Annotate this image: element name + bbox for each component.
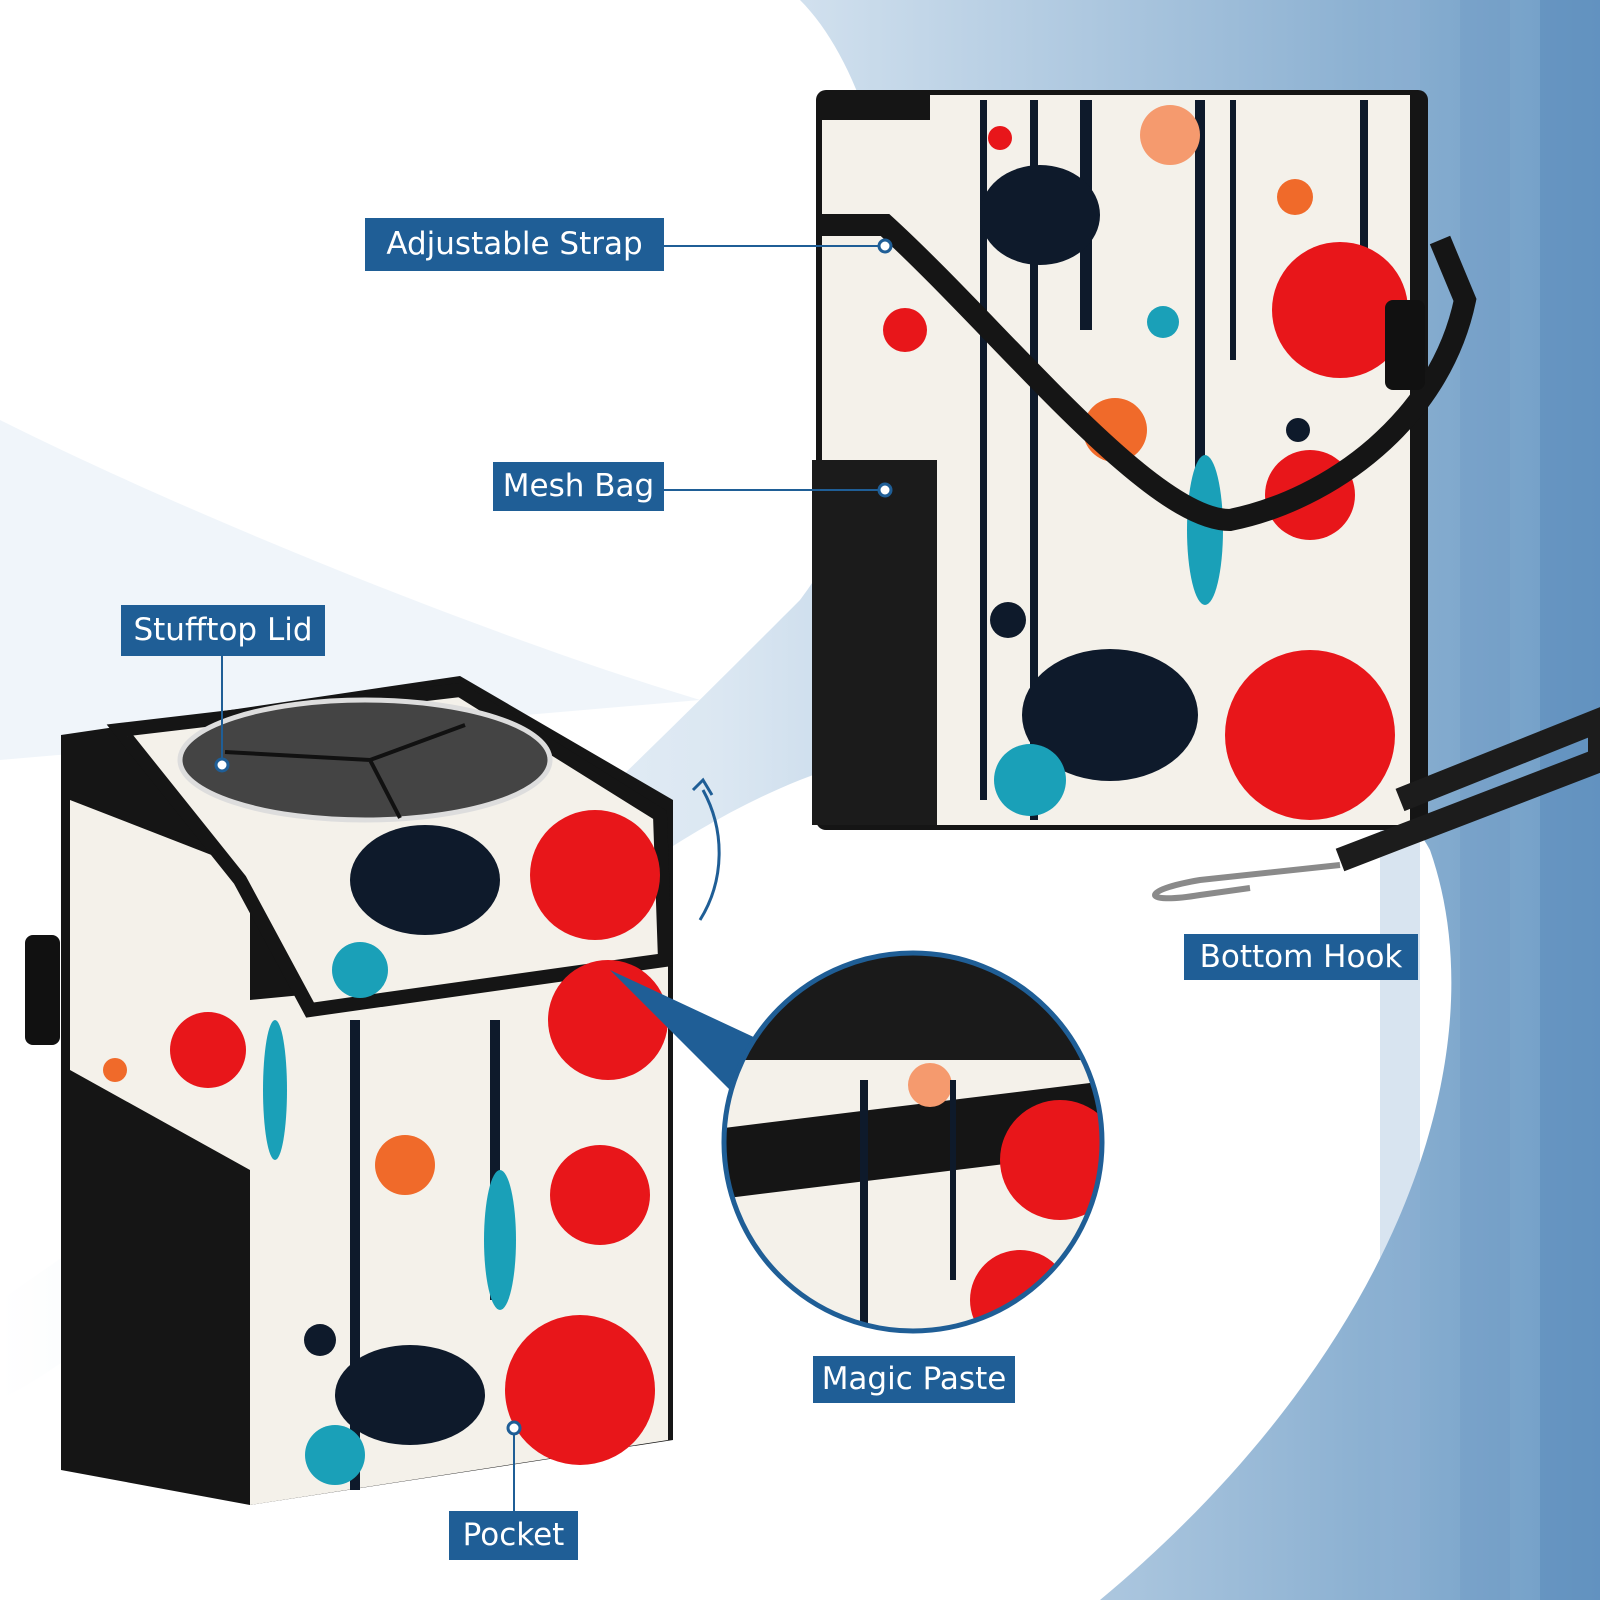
leader-lines: [214, 238, 893, 1511]
callout-pocket: Pocket: [449, 1511, 578, 1560]
upright-bag-image: [812, 90, 1600, 902]
open-arrow-icon: [698, 789, 721, 921]
callout-adjustable-strap: Adjustable Strap: [365, 218, 664, 271]
callout-magic-paste: Magic Paste: [813, 1356, 1015, 1403]
bottom-hook: [1152, 862, 1341, 902]
lidded-bag-image: [25, 676, 721, 1505]
callout-mesh-bag: Mesh Bag: [493, 462, 664, 511]
callout-bottom-hook: Bottom Hook: [1184, 934, 1418, 980]
callout-stufftop-lid: Stufftop Lid: [121, 605, 325, 656]
magic-paste-closeup: [610, 950, 1105, 1334]
mesh-pocket: [812, 460, 937, 825]
